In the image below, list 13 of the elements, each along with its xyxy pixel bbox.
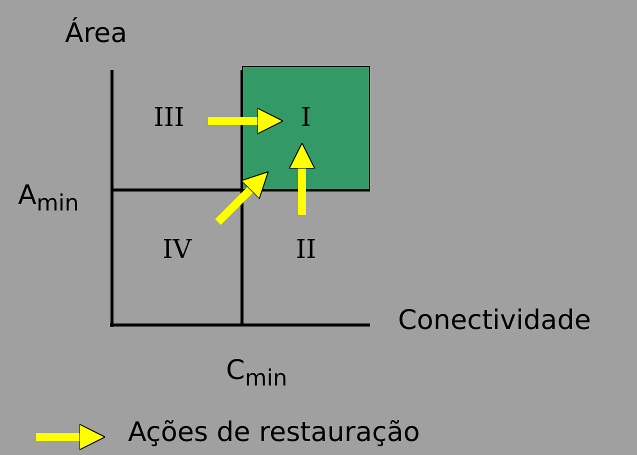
axis-label: C$_{min}$ [226, 355, 288, 392]
arrow [208, 108, 284, 134]
axis-label: Área [65, 18, 128, 49]
quadrant-label: I [300, 103, 312, 133]
quadrant-label: III [154, 103, 184, 133]
legend-label: Ações de restauração [128, 417, 420, 448]
arrow [215, 171, 269, 225]
axis-label: Conectividade [398, 305, 591, 336]
quadrant [242, 66, 370, 190]
axis-label: A$_{min}$ [18, 180, 79, 216]
quadrant-label: IV [162, 234, 192, 264]
arrow [288, 142, 316, 215]
quadrant-label: II [296, 234, 316, 264]
